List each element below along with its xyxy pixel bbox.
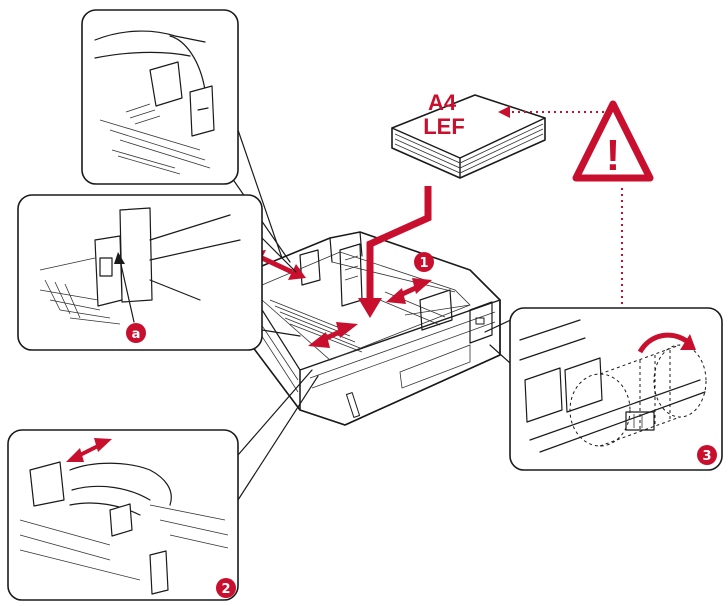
- step-marker-1-label: 1: [419, 256, 428, 271]
- detail-panel-right: [509, 307, 723, 471]
- double-arrow-icon: [386, 278, 432, 304]
- double-arrow-icon: [308, 322, 358, 348]
- rotate-arrow-icon: [637, 332, 696, 354]
- paper-size-label: A4: [428, 90, 457, 115]
- down-arrow-icon: [358, 186, 432, 318]
- detail-panel-left: [17, 194, 263, 351]
- callout-leaders: [231, 129, 521, 501]
- step-marker-1: 1: [414, 252, 434, 272]
- warning-triangle-icon: [572, 100, 654, 182]
- detail-panel-top: [81, 9, 239, 185]
- double-arrow-icon: [66, 438, 112, 462]
- paper-stack: [391, 94, 546, 179]
- warning-pointer: [498, 106, 610, 118]
- step-marker-2-label: 2: [221, 582, 230, 597]
- step-marker-3: 3: [697, 445, 717, 465]
- step-marker-2: 2: [216, 578, 236, 598]
- paper-orientation-label: LEF: [423, 114, 465, 139]
- step-marker-3-label: 3: [702, 449, 711, 464]
- warning-symbol: !: [606, 131, 621, 180]
- callout-marker-a: a: [126, 323, 146, 343]
- callout-marker-a-label: a: [132, 327, 141, 342]
- detail-panel-bottom: [7, 429, 239, 601]
